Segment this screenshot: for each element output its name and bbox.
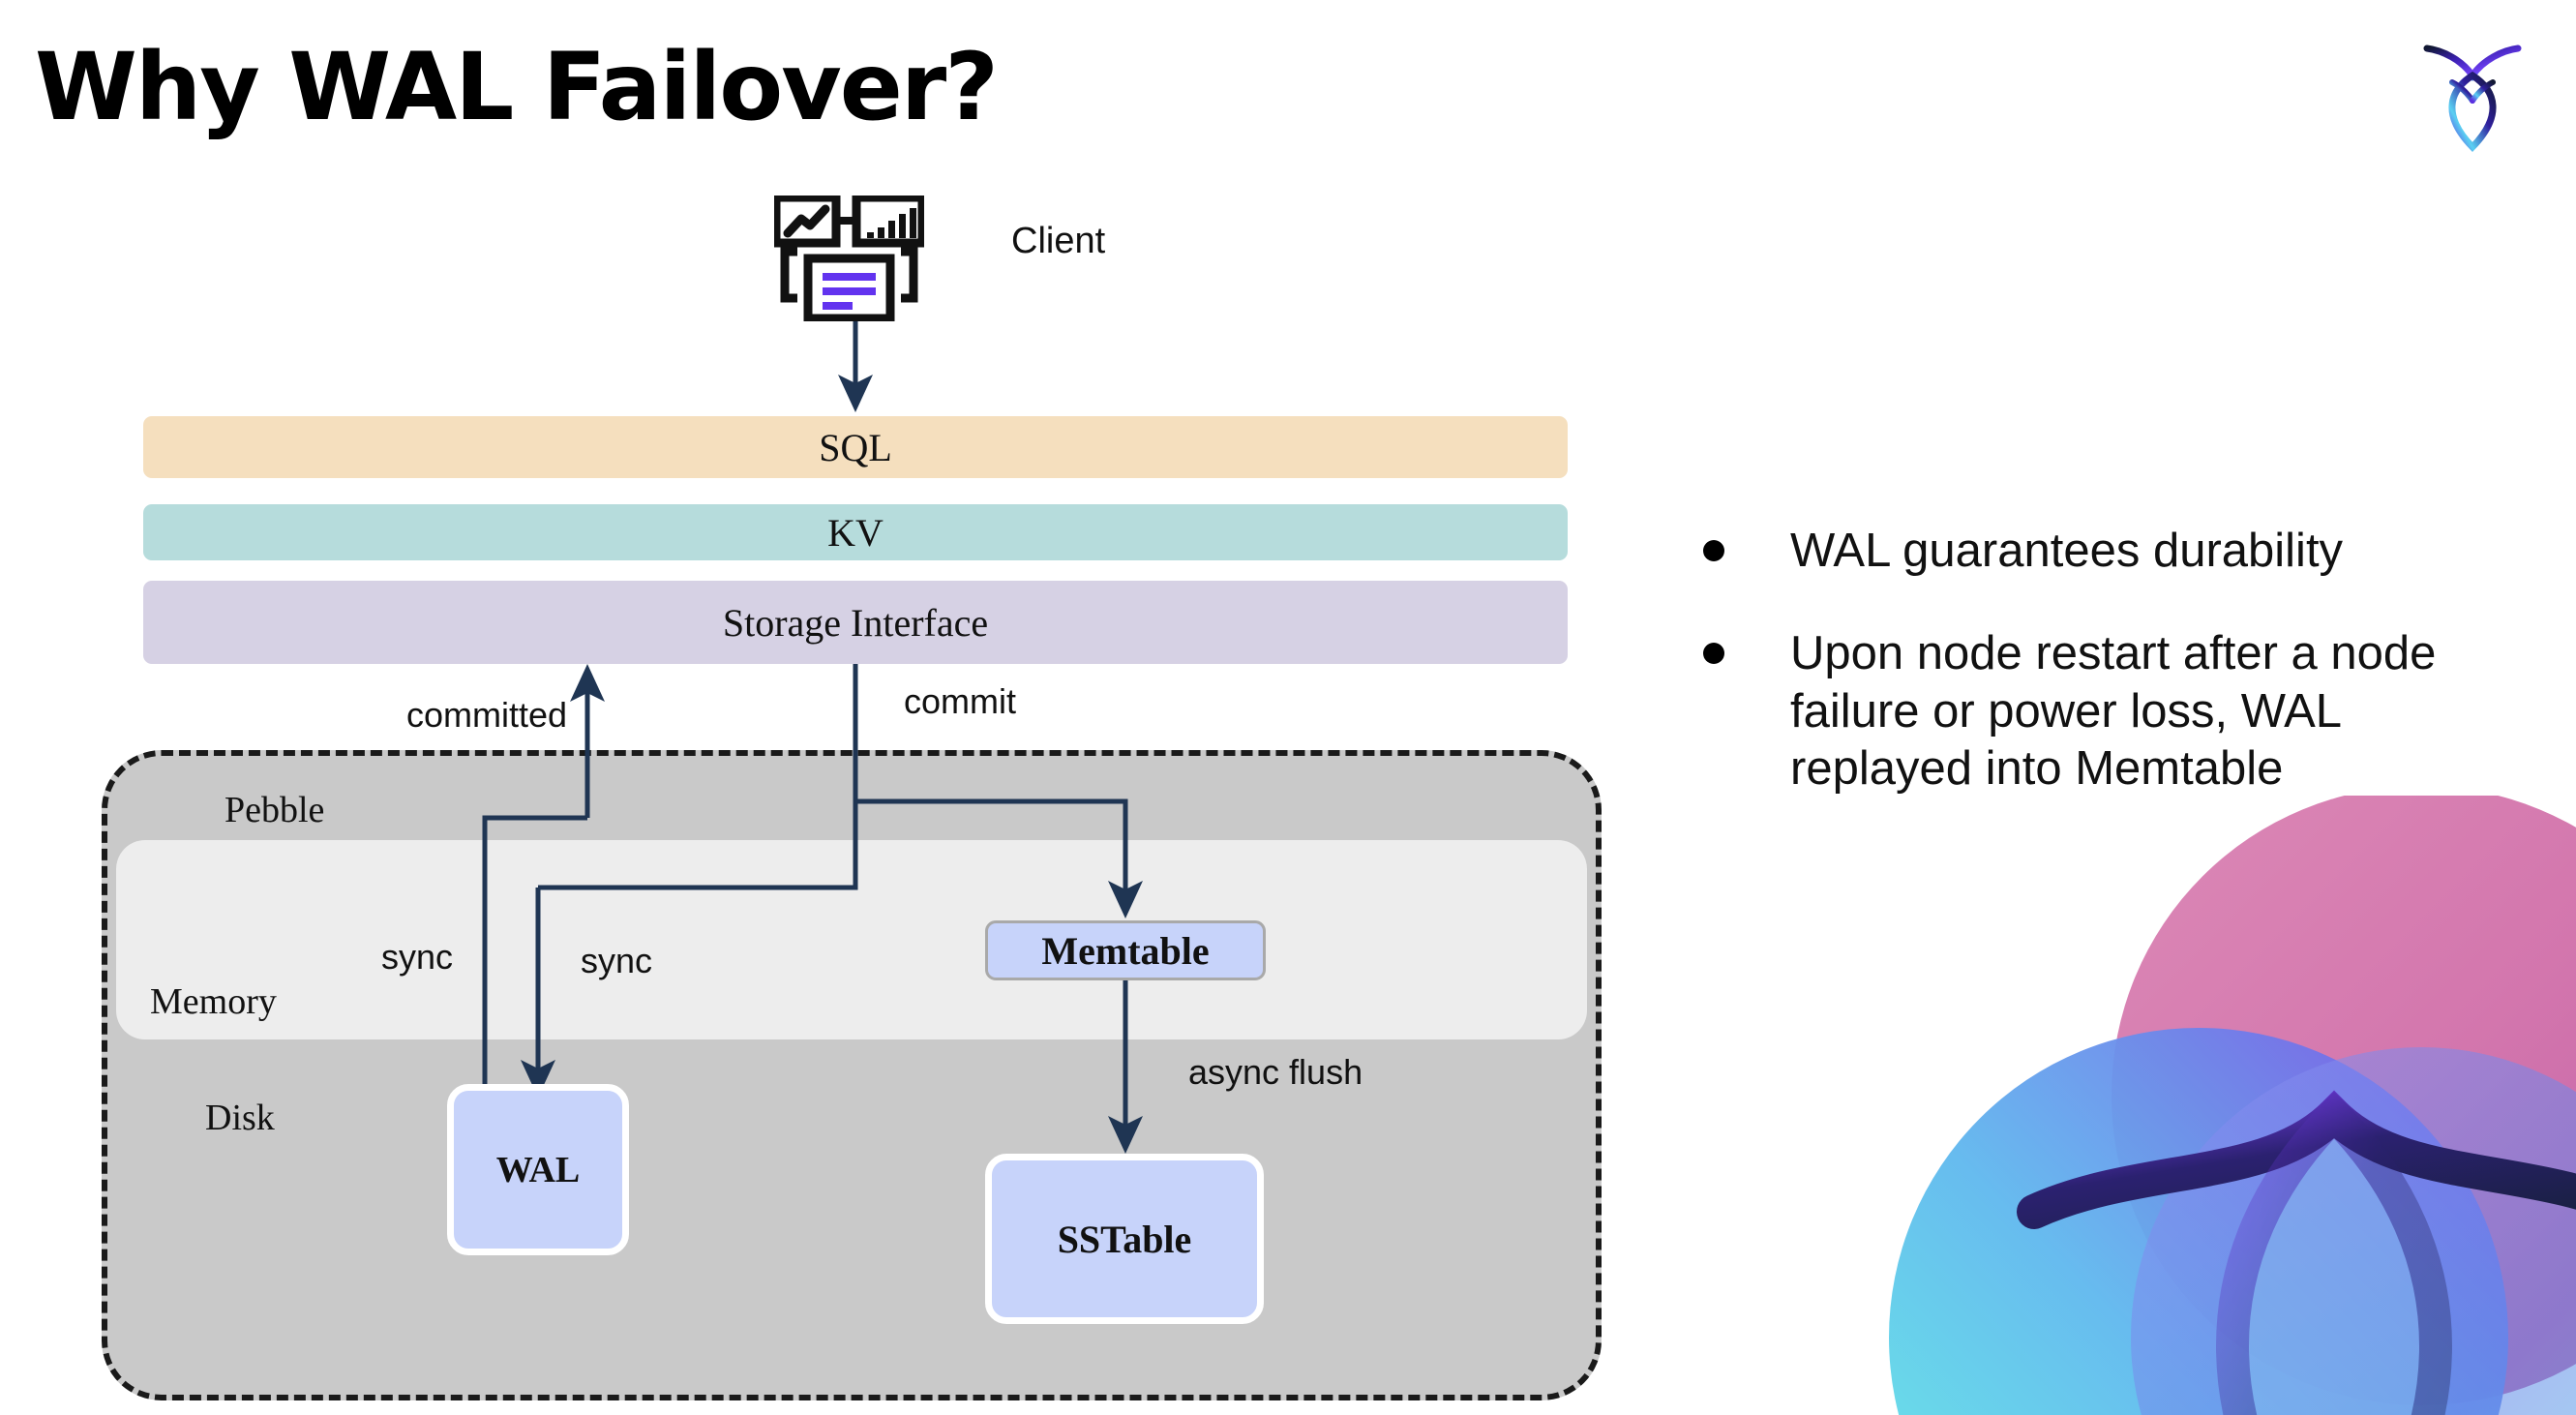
layer-sql: SQL <box>143 416 1568 478</box>
architecture-diagram: Client SQL KV Storage Interface Pebble M… <box>102 193 1602 1400</box>
diagram-connectors <box>482 321 1143 1155</box>
layer-storage-interface: Storage Interface <box>143 581 1568 664</box>
client-devices-icon <box>771 193 927 323</box>
decorative-corner-graphic <box>1879 796 2576 1415</box>
node-wal: WAL <box>447 1084 629 1255</box>
layer-sql-label: SQL <box>819 425 892 469</box>
edge-label-sync-left: sync <box>381 937 454 977</box>
memory-label: Memory <box>150 981 277 1022</box>
node-wal-label: WAL <box>495 1149 581 1190</box>
layer-kv-label: KV <box>827 510 884 555</box>
list-item: WAL guarantees durability <box>1703 523 2526 581</box>
client-label: Client <box>1011 221 1106 261</box>
node-sstable-label: SSTable <box>1057 1217 1192 1261</box>
list-item: Upon node restart after a node failure o… <box>1703 625 2526 798</box>
bullet-list: WAL guarantees durability Upon node rest… <box>1703 523 2526 843</box>
bullet-text: Upon node restart after a node failure o… <box>1790 626 2437 796</box>
page-title: Why WAL Failover? <box>35 33 999 141</box>
pebble-label: Pebble <box>225 790 325 830</box>
layer-kv: KV <box>143 504 1568 560</box>
node-memtable-label: Memtable <box>1041 928 1210 973</box>
disk-label: Disk <box>205 1098 275 1138</box>
edge-label-async-flush: async flush <box>1188 1052 1363 1092</box>
memory-region <box>116 840 1587 1039</box>
edge-label-commit: commit <box>904 681 1016 721</box>
bullet-text: WAL guarantees durability <box>1790 525 2344 577</box>
bullet-dot-icon <box>1703 540 1724 561</box>
node-memtable: Memtable <box>985 920 1266 980</box>
edge-label-sync-right: sync <box>581 941 653 980</box>
edge-label-committed: committed <box>406 695 568 735</box>
layer-storage-interface-label: Storage Interface <box>722 600 989 645</box>
bullet-dot-icon <box>1703 642 1724 664</box>
cockroachdb-logo-icon <box>2410 31 2535 157</box>
node-sstable: SSTable <box>985 1154 1264 1324</box>
